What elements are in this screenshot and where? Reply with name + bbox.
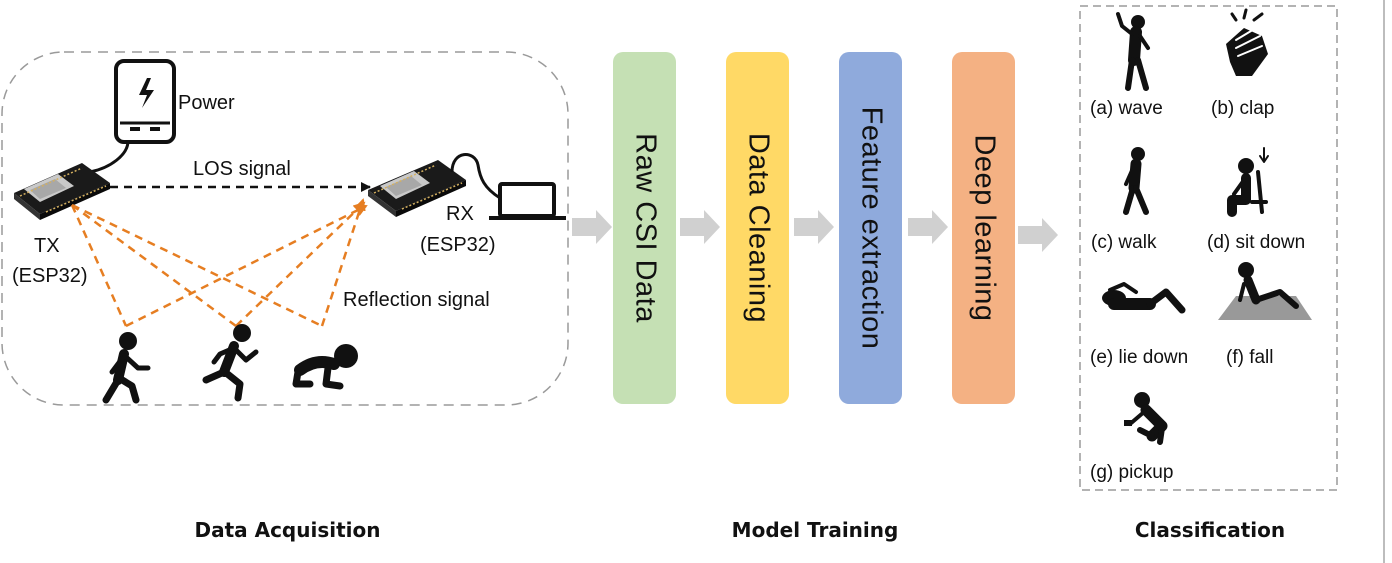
reflection-paths xyxy=(70,198,368,328)
rx-board-icon xyxy=(368,160,466,217)
power-cable xyxy=(89,140,130,174)
laptop-icon xyxy=(489,182,566,220)
rx-chip-label: (ESP32) xyxy=(420,234,496,256)
rx-cable xyxy=(450,153,501,200)
walking-person-icon xyxy=(102,332,151,404)
running-person-icon xyxy=(202,324,259,402)
wave-icon xyxy=(1116,12,1150,91)
stage-label: Deep learning xyxy=(968,134,1000,322)
section-title-classification: Classification xyxy=(1134,518,1286,542)
power-bank-icon xyxy=(114,59,176,144)
tx-chip-label: (ESP32) xyxy=(12,265,88,287)
class-label-wave: (a) wave xyxy=(1090,98,1163,119)
pipeline-arrow xyxy=(680,210,720,244)
stage-deep-learning: Deep learning xyxy=(952,52,1015,404)
class-label-walk: (c) walk xyxy=(1091,232,1157,253)
tx-label: TX xyxy=(34,235,60,257)
pipeline-arrow xyxy=(794,210,834,244)
crawling-baby-icon xyxy=(292,344,358,390)
acquisition-region xyxy=(1,51,569,406)
stage-feature-extraction: Feature extraction xyxy=(839,52,902,404)
stage-label: Data Cleaning xyxy=(742,132,774,324)
class-label-pickup: (g) pickup xyxy=(1090,462,1174,483)
class-label-sit-down: (d) sit down xyxy=(1207,232,1306,253)
stage-label: Feature extraction xyxy=(855,106,887,350)
stage-label: Raw CSI Data xyxy=(629,133,661,323)
class-label-lie-down: (e) lie down xyxy=(1090,347,1189,368)
class-label-fall: (f) fall xyxy=(1226,347,1274,368)
los-signal-label: LOS signal xyxy=(193,158,291,180)
window-edge xyxy=(1383,0,1385,563)
classification-region xyxy=(1079,5,1338,491)
stage-data-cleaning: Data Cleaning xyxy=(726,52,789,404)
pipeline-arrow xyxy=(908,210,948,244)
rx-label: RX xyxy=(446,203,474,225)
clap-icon xyxy=(1226,8,1268,76)
section-title-training: Model Training xyxy=(731,518,899,542)
walk-icon xyxy=(1123,147,1149,215)
stage-raw-csi-data: Raw CSI Data xyxy=(613,52,676,404)
pipeline-arrows xyxy=(572,210,1058,252)
fall-icon xyxy=(1218,262,1312,320)
pickup-icon xyxy=(1124,392,1168,445)
power-label: Power xyxy=(178,92,235,114)
section-title-acquisition: Data Acquisition xyxy=(194,518,381,542)
lie-down-icon xyxy=(1102,282,1186,314)
class-label-clap: (b) clap xyxy=(1211,98,1275,119)
sit-down-icon xyxy=(1227,147,1269,217)
reflection-signal-label: Reflection signal xyxy=(343,289,490,311)
tx-board-icon xyxy=(14,163,110,220)
pipeline-arrow xyxy=(1018,218,1058,252)
pipeline-arrow xyxy=(572,210,612,244)
